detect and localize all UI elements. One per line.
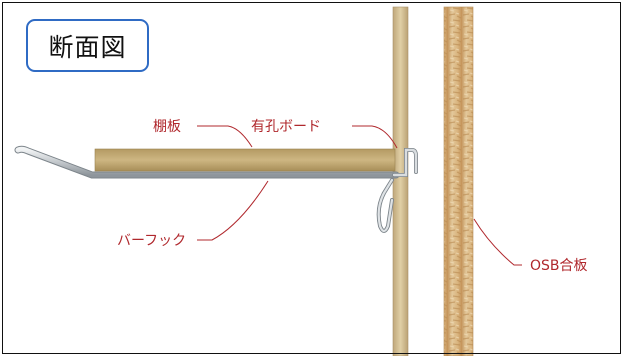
osb-leader [473,218,522,266]
pegboard-leader [352,125,398,149]
osb-label: OSB合板 [530,258,588,274]
pegboard-board [392,6,409,356]
shelf-label: 棚板 [153,119,181,135]
osb-board [443,6,474,356]
page-title: 断面図 [26,19,149,72]
bar-hook-leader [197,180,269,241]
bar-hook-label: バーフック [117,233,186,249]
pegboard-label: 有孔ボード [251,119,321,135]
bar-hook [14,145,418,233]
shelf-board [94,148,396,172]
shelf-leader [197,125,253,148]
leader-lines [197,125,522,266]
